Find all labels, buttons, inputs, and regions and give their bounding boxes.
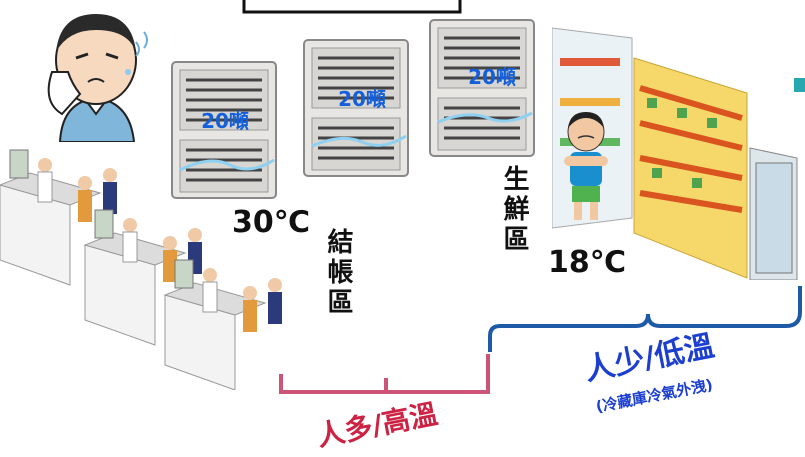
sparse-label-svg: 人少/低溫 (冷藏庫冷氣外洩) [582,329,717,416]
slide-marker [794,78,805,92]
ac-unit-3: 20噸 [429,19,535,157]
ac-unit-1-label: 20噸 [201,109,249,133]
fresh-zone-name: 生鮮區 [499,165,529,255]
ac-unit-1: 20噸 [171,61,277,199]
checkout-temperature: 30℃ [232,205,311,240]
crowded-bracket [279,354,490,394]
crowded-label-svg: 人多/高溫 [314,397,440,453]
top-bracket [242,0,462,14]
ac-unit-2-label: 20噸 [338,87,386,111]
sparse-bracket [488,286,802,352]
ac-unit-2: 20噸 [303,39,409,177]
sweating-person-icon [47,14,148,142]
cold-boy-icon [564,112,608,220]
checkout-counter-icon [0,149,282,390]
ac-unit-3-label: 20噸 [468,65,516,89]
fresh-temperature: 18℃ [548,245,627,280]
crowded-label: 人多/高溫 [314,397,440,453]
checkout-zone-name: 結帳區 [323,228,353,318]
